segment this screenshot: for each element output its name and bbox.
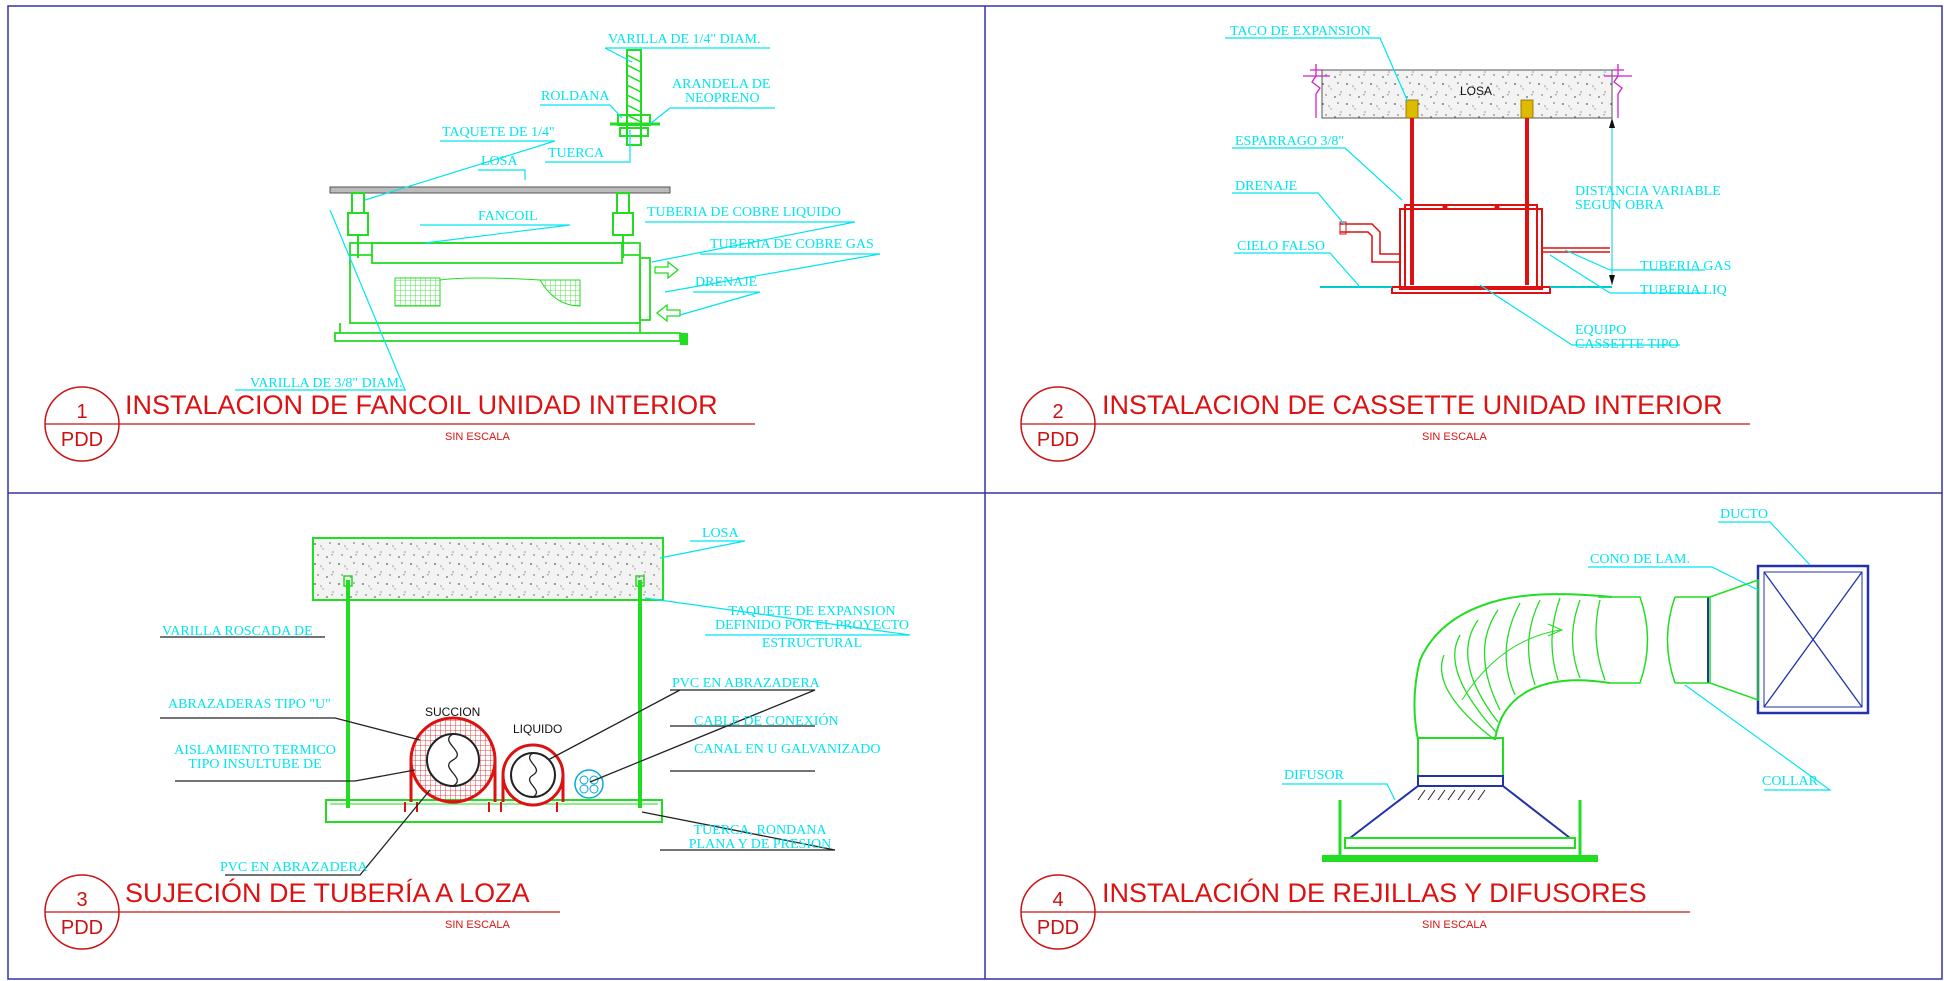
label-taquete-exp-1: TAQUETE DE EXPANSION [728,604,895,619]
label-tuberia-gas-2: TUBERIA GAS [1640,259,1731,274]
label-taquete: TAQUETE DE 1/4" [442,125,555,140]
label-varilla-38: VARILLA DE 3/8" DIAM. [250,376,402,391]
label-taco: TACO DE EXPANSION [1230,24,1371,39]
label-distancia-2: SEGUN OBRA [1575,198,1665,213]
label-succion: SUCCION [425,705,480,719]
label-difusor: DIFUSOR [1284,768,1345,783]
sheet-code-3: PDD [61,917,103,939]
label-tuberia-liq: TUBERIA LIQ [1640,283,1727,298]
detail-3-sujecion: SUCCION LIQUIDO LOSA TAQUETE DE EXPANSIO… [44,526,911,950]
detail-2-cassette: LOSA [1020,24,1750,462]
label-abrazaderas: ABRAZADERAS TIPO "U" [168,697,331,712]
title-block-3: 3 PDD SUJECIÓN DE TUBERÍA A LOZA SIN ESC… [44,874,560,950]
label-losa-3: LOSA [702,526,739,541]
label-cono: CONO DE LAM. [1590,552,1690,567]
detail-number-4: 4 [1052,889,1063,911]
label-aislamiento-1: AISLAMIENTO TERMICO [174,743,336,758]
label-tuberia-liquido: TUBERIA DE COBRE LIQUIDO [647,205,841,220]
sheet-frame [7,5,1943,980]
label-equipo-2: CASSETTE TIPO [1575,337,1679,352]
label-varilla-roscada: VARILLA ROSCADA DE [162,624,313,639]
detail-title-1: INSTALACION DE FANCOIL UNIDAD INTERIOR [125,390,718,420]
label-distancia-1: DISTANCIA VARIABLE [1575,184,1721,199]
label-canal: CANAL EN U GALVANIZADO [694,742,881,757]
scale-note-3: SIN ESCALA [445,919,510,931]
label-tuerca-rondana-2: PLANA Y DE PRESION [689,837,831,852]
title-block-1: 1 PDD INSTALACION DE FANCOIL UNIDAD INTE… [44,386,755,462]
label-arandela-1: ARANDELA DE [672,77,770,92]
title-block-2: 2 PDD INSTALACION DE CASSETTE UNIDAD INT… [1020,386,1750,462]
label-losa: LOSA [481,154,518,169]
label-esparrago: ESPARRAGO 3/8" [1235,134,1344,149]
detail-number-1: 1 [76,401,87,423]
detail-title-4: INSTALACIÓN DE REJILLAS Y DIFUSORES [1102,877,1647,908]
scale-note-1: SIN ESCALA [445,431,510,443]
label-tuerca-rondana-1: TUERCA, RONDANA [694,823,828,838]
detail-title-2: INSTALACION DE CASSETTE UNIDAD INTERIOR [1102,390,1723,420]
label-losa-2: LOSA [1460,84,1492,98]
detail-number-3: 3 [76,889,87,911]
label-drenaje: DRENAJE [695,275,757,290]
sheet-code-4: PDD [1037,917,1079,939]
label-tuberia-gas: TUBERIA DE COBRE GAS [710,237,874,252]
label-fancoil: FANCOIL [478,209,538,224]
label-drenaje-2: DRENAJE [1235,179,1297,194]
detail-1-fancoil: VARILLA DE 1/4" DIAM. ROLDANA ARANDELA D… [44,32,881,462]
detail-number-2: 2 [1052,401,1063,423]
label-tuerca: TUERCA [548,146,605,161]
sheet-code-2: PDD [1037,429,1079,451]
label-taquete-exp-2: DEFINIDO POR EL PROYECTO [715,618,909,633]
label-collar: COLLAR [1762,774,1819,789]
sheet-code-1: PDD [61,429,103,451]
scale-note-4: SIN ESCALA [1422,919,1487,931]
label-cielo-falso: CIELO FALSO [1237,239,1325,254]
label-arandela-2: NEOPRENO [685,91,760,106]
detail-4-difusores: DUCTO CONO DE LAM. DIFUSOR COLLAR 4 PDD … [1020,507,1870,950]
label-pvc-abrazadera-1: PVC EN ABRAZADERA [672,676,821,691]
scale-note-2: SIN ESCALA [1422,431,1487,443]
label-ducto: DUCTO [1720,507,1768,522]
label-liquido: LIQUIDO [513,722,562,736]
label-roldana: ROLDANA [541,89,610,104]
label-equipo-1: EQUIPO [1575,323,1626,338]
title-block-4: 4 PDD INSTALACIÓN DE REJILLAS Y DIFUSORE… [1020,874,1690,950]
label-aislamiento-2: TIPO INSULTUBE DE [188,757,321,772]
label-taquete-exp-3: ESTRUCTURAL [762,636,862,651]
label-pvc-abrazadera-2: PVC EN ABRAZADERA [220,860,369,875]
detail-title-3: SUJECIÓN DE TUBERÍA A LOZA [125,877,530,908]
label-varilla-14: VARILLA DE 1/4" DIAM. [608,32,760,47]
label-cable: CABLE DE CONEXIÓN [694,712,839,729]
